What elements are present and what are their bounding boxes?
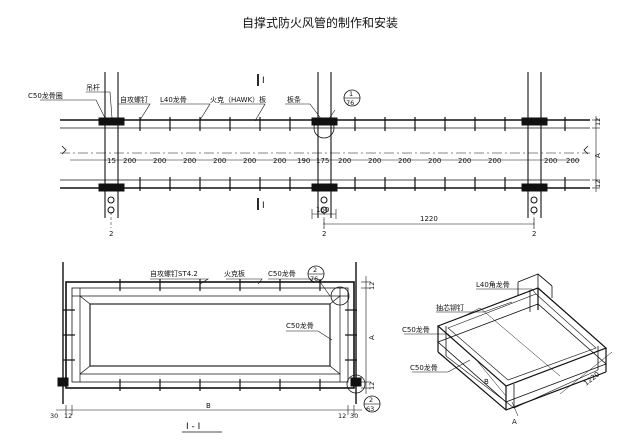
ref-1-denominator: 76: [346, 99, 354, 107]
spacing-label: 200: [566, 157, 579, 165]
label-c50-ring: C50龙骨圈: [28, 91, 63, 100]
grid-label-left: 2: [109, 230, 113, 238]
section-caption: I - I: [186, 422, 200, 432]
label-screw-st42: 自攻螺钉ST4.2: [150, 269, 198, 278]
spacing-label: 190: [297, 157, 310, 165]
drawing-title: 自撑式防火风管的制作和安装: [241, 16, 398, 30]
spacing-label: 200: [488, 157, 501, 165]
ref-3-numerator: 2: [369, 396, 373, 404]
section-mark-bottom: I: [262, 201, 265, 211]
label-rivet: 抽芯铆钉: [436, 303, 464, 312]
spacing-label: 200: [338, 157, 351, 165]
elevation-view: [40, 72, 600, 229]
screw-ticks-bottom: [139, 177, 566, 191]
dim-b-section: B: [206, 402, 211, 410]
dim-a-elevation: A: [594, 153, 602, 158]
spacing-label: 200: [183, 157, 196, 165]
section-view: [56, 262, 381, 433]
dim-30-left: 30: [50, 412, 58, 420]
grid-label-middle: 2: [322, 230, 326, 238]
screw-ticks-top: [139, 117, 566, 131]
dim-b-iso: B: [484, 378, 489, 386]
label-board-section: 火克板: [224, 269, 245, 278]
spacing-label: 200: [544, 157, 557, 165]
spacing-label: 200: [398, 157, 411, 165]
spacing-label: 200: [368, 157, 381, 165]
label-strip: 板条: [287, 95, 301, 104]
spacing-label: 200: [243, 157, 256, 165]
dim-12-sec-bottom: 12: [368, 382, 376, 390]
hanger-frame-left: [98, 72, 125, 218]
spacing-label: 200: [153, 157, 166, 165]
dim-12-top: 12: [594, 118, 602, 126]
spacing-label: 200: [123, 157, 136, 165]
spacing-labels: 15 200 200 200 200 200 200 190 175 200 2…: [107, 157, 579, 165]
label-screw: 自攻螺钉: [120, 95, 148, 104]
label-c50-iso-a: C50龙骨: [402, 325, 430, 334]
end-dim-left: 15: [107, 157, 116, 165]
spacing-label: 200: [428, 157, 441, 165]
label-l40-angle: L40角龙骨: [476, 280, 510, 289]
label-c50-top: C50龙骨: [268, 269, 296, 278]
dim-160: 160: [316, 206, 329, 214]
isometric-view: [404, 273, 613, 417]
ref-1-numerator: 1: [349, 90, 353, 98]
hanger-frame-middle: [311, 72, 338, 218]
spacing-label: 200: [213, 157, 226, 165]
dim-12-sec-top: 12: [368, 282, 376, 290]
spacing-label: 175: [316, 157, 329, 165]
dim-1220-iso: 1220: [582, 370, 601, 387]
ref-2-numerator: 2: [313, 266, 317, 274]
label-l40: L40龙骨: [160, 95, 187, 104]
dim-a-iso: A: [512, 418, 517, 426]
dim-1220: 1220: [420, 215, 438, 223]
ref-2-denominator: 76: [310, 275, 318, 283]
dim-30-right: 30: [350, 412, 358, 420]
spacing-label: 200: [273, 157, 286, 165]
label-c50-iso-b: C50龙骨: [410, 363, 438, 372]
label-board: 火克（HAWK）板: [210, 95, 266, 104]
grid-label-right: 2: [532, 230, 536, 238]
label-hanger: 吊杆: [86, 83, 100, 92]
dim-12-bottom: 12: [594, 180, 602, 188]
dim-12-left: 12: [64, 412, 72, 420]
section-mark-top: I: [262, 76, 265, 86]
label-c50-right: C50龙骨: [286, 321, 314, 330]
spacing-label: 200: [458, 157, 471, 165]
ref-3-denominator: 63: [366, 405, 374, 413]
elevation-leaders: [40, 91, 336, 125]
hanger-frame-right: [521, 72, 548, 218]
dim-a-section: A: [368, 335, 376, 340]
dim-12-right: 12: [338, 412, 346, 420]
